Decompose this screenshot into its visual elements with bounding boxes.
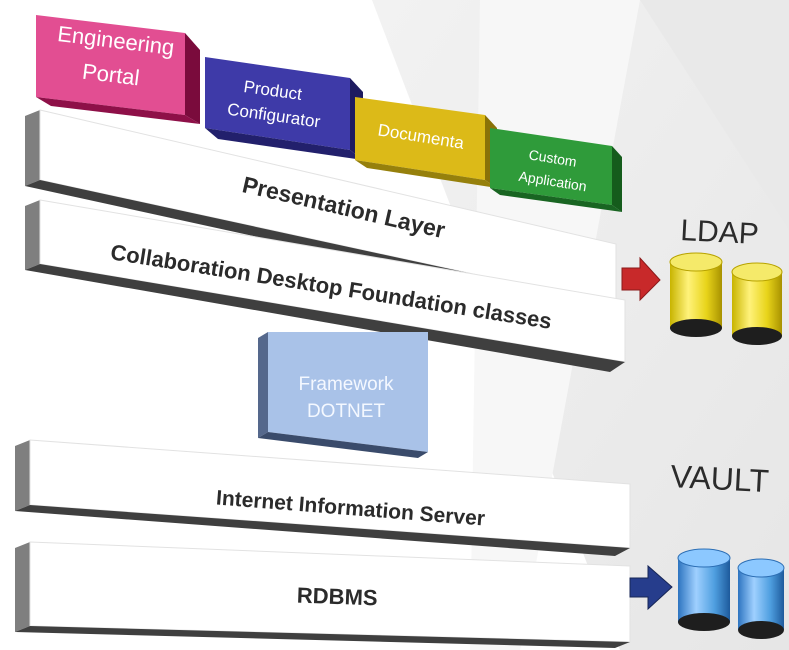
app-engineering-portal: Engineering Portal (36, 15, 200, 124)
vault-database-icon (677, 548, 785, 639)
framework-label-line: Framework (298, 374, 394, 395)
app-label-line: Custom (528, 146, 578, 169)
vault-arrow-icon (629, 564, 673, 611)
rdbms-layer-slab: RDBMS (15, 541, 631, 648)
ldap-arrow-icon (621, 256, 661, 302)
ldap-database-icon (669, 252, 783, 345)
framework-label-line: DOTNET (307, 401, 386, 422)
vault-label: VAULT (670, 458, 770, 499)
app-documenta: Documenta (355, 97, 497, 188)
framework-dotnet-box: Framework DOTNET (258, 332, 428, 458)
iis-layer-slab: Internet Information Server (15, 439, 631, 556)
app-custom-application: Custom Application (490, 128, 622, 212)
rdbms-layer-label: RDBMS (297, 583, 378, 611)
ldap-label: LDAP (680, 214, 760, 251)
app-product-configurator: Product Configurator (205, 57, 363, 160)
